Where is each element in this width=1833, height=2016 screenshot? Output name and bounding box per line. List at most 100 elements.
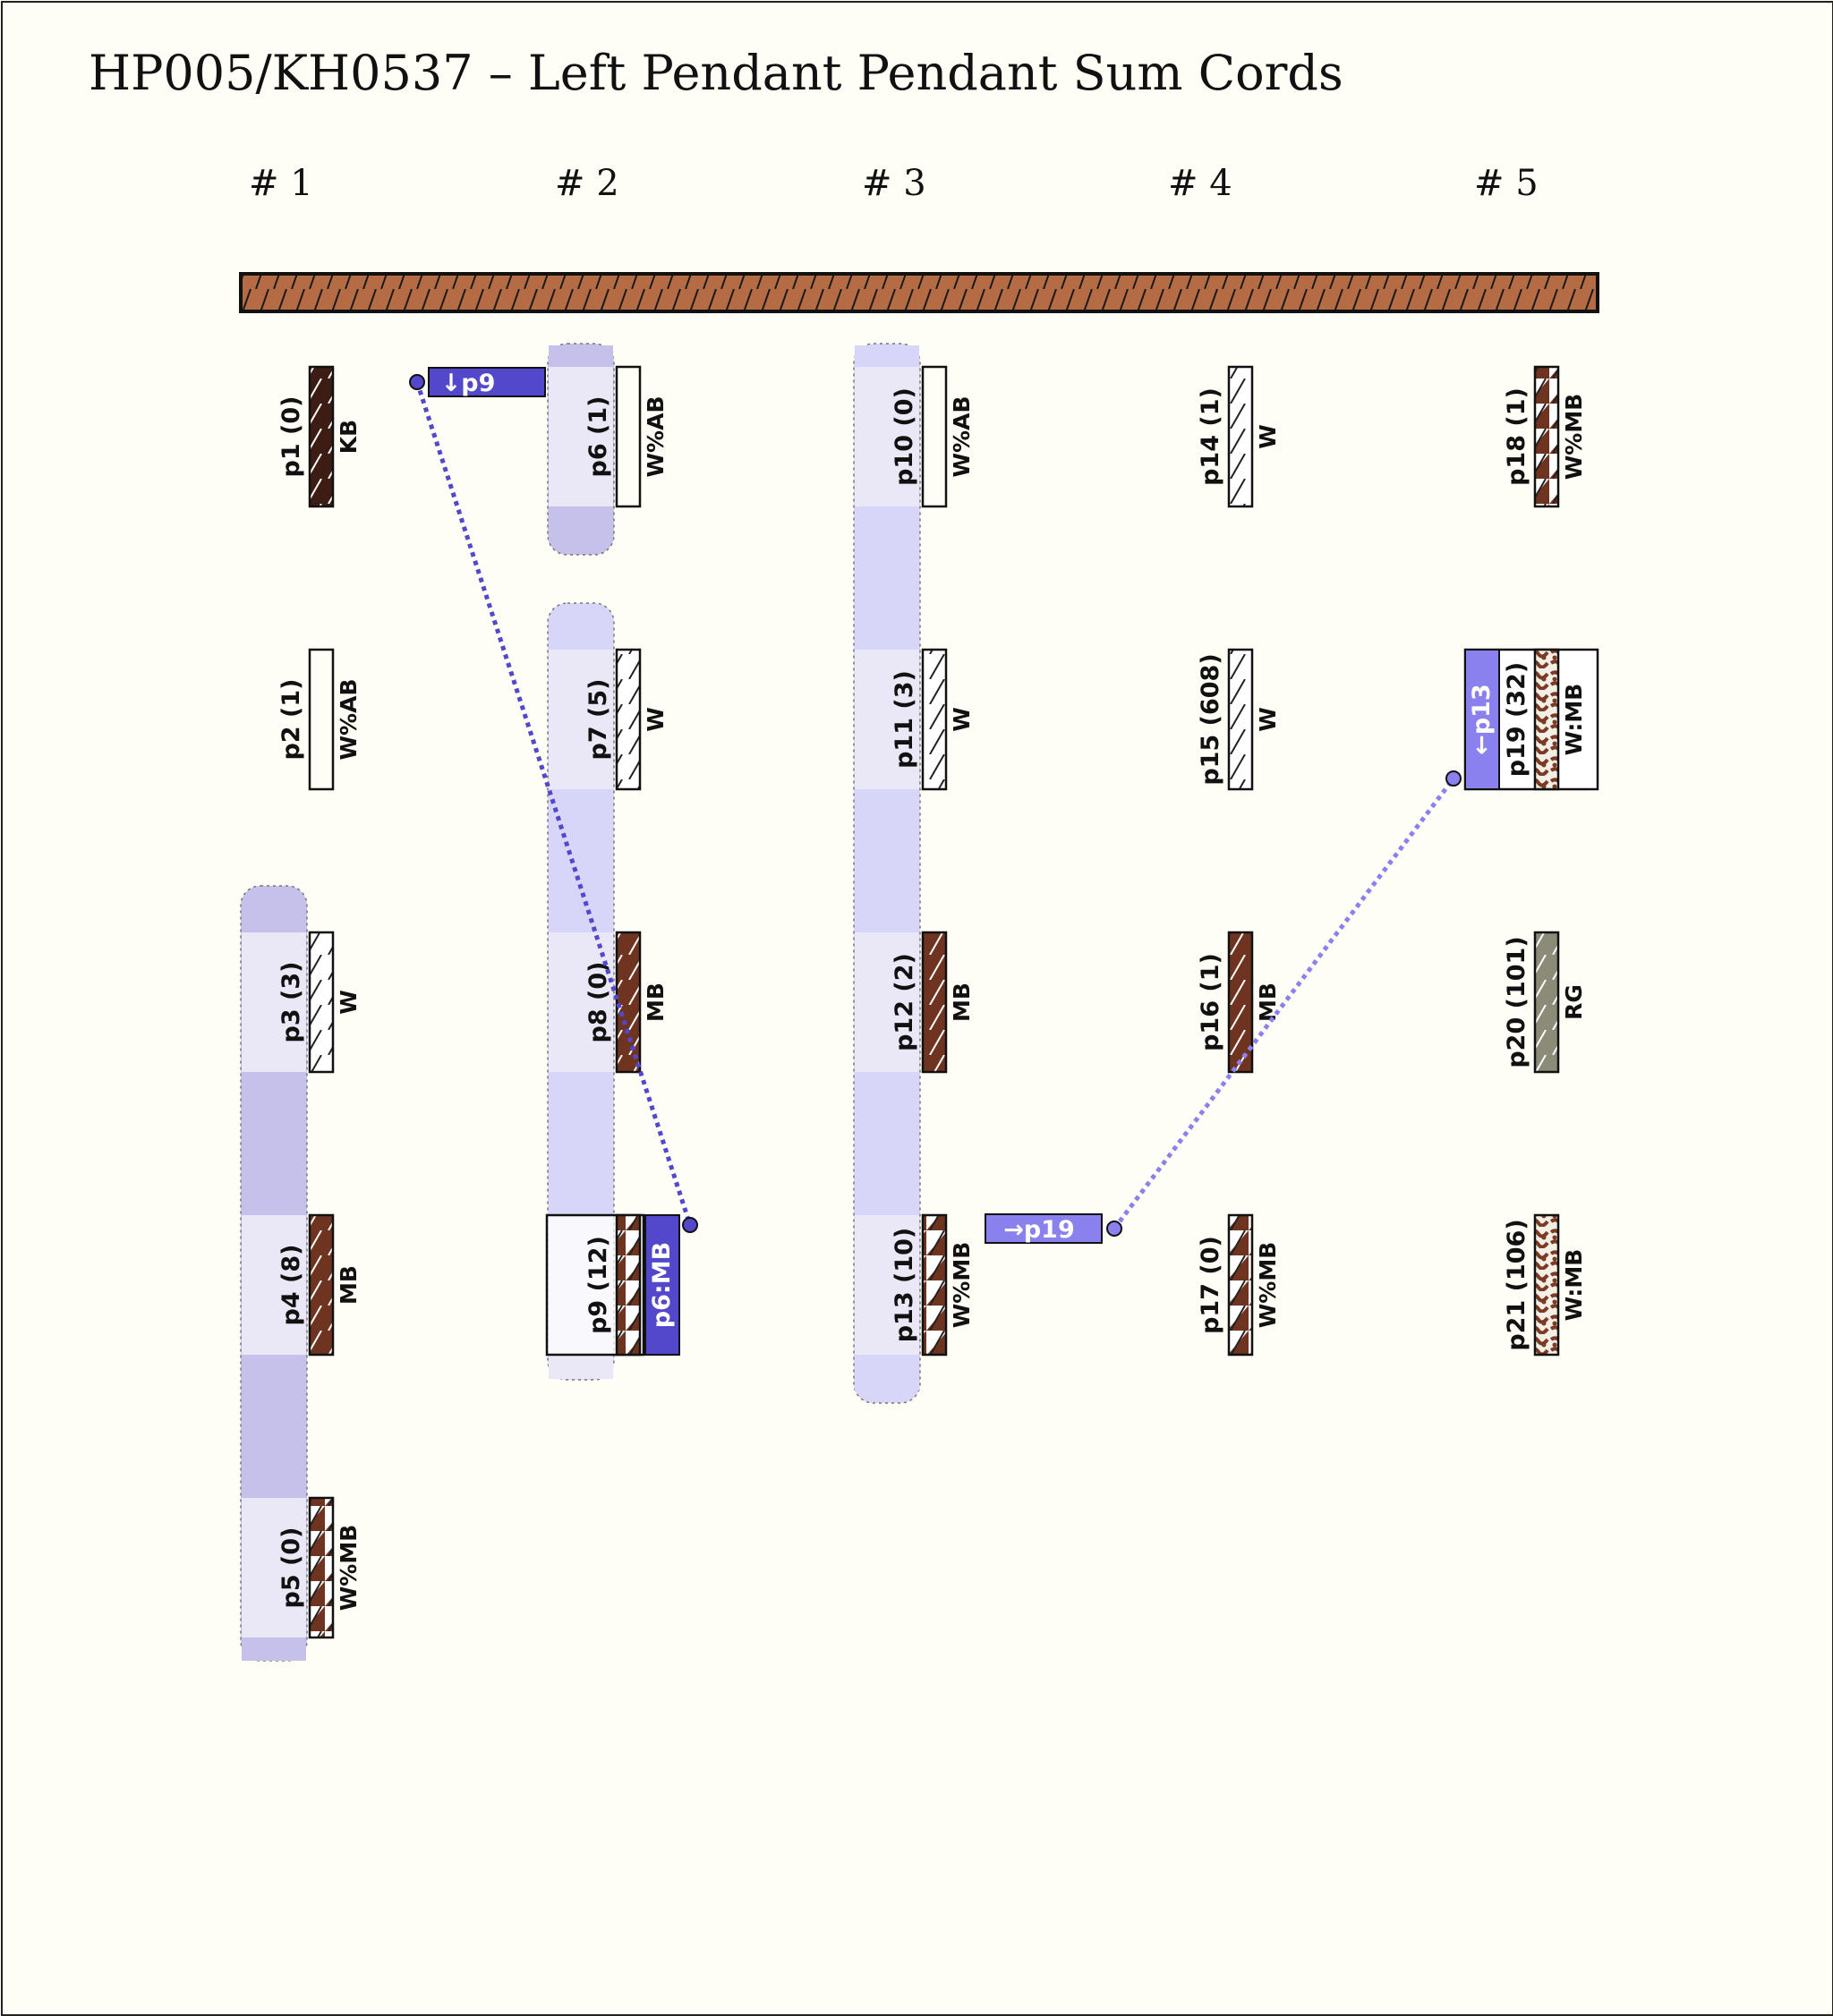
cord-label: p1 (0) [277,396,305,478]
band-gap [549,789,613,932]
cord-color-code: W%MB [1561,394,1587,481]
cord-p18[interactable]: p18 (1) W%MB [1503,365,1587,508]
cord-swatch [1227,931,1254,1074]
sum-link-p13-p19[interactable]: →p19 [985,777,1455,1244]
sum-link-tag: p6:MB [648,1242,676,1328]
group-header-2: # 2 [555,163,619,204]
sum-link-box [428,367,546,397]
group-header-1: # 1 [249,163,313,204]
cord-color-code: W:MB [1561,1249,1587,1322]
cord-color-code: W [643,707,669,732]
sum-links: ↓p9 p6:MB →p19 ←p13 [409,367,1500,1356]
band-gap [855,789,919,932]
band-cap [549,345,613,367]
cord-label: p5 (0) [277,1527,305,1609]
cord-swatch [1227,648,1254,791]
cord-p11[interactable]: p11 (3)W [891,648,975,791]
band-tail [549,1355,613,1379]
sum-link-tag: →p19 [1003,1216,1075,1244]
cord-label: p7 (5) [584,679,612,761]
cord-p12[interactable]: p12 (2)MB [891,931,975,1074]
band-cap [549,621,613,650]
quipu-diagram: HP005/KH0537 – Left Pendant Pendant Sum … [89,45,1599,1662]
cord-p4[interactable]: p4 (8)MB [277,1213,362,1357]
cord-swatch [615,365,642,508]
cord-label: p21 (106) [1503,1219,1530,1350]
band-group-3 [853,343,921,1404]
cord-color-code: W%AB [336,678,362,760]
sum-link-p6-p9[interactable]: ↓p9 [409,367,693,1226]
cord-p21[interactable]: p21 (106) W:MB [1503,1213,1587,1357]
sum-link-box [985,1213,1103,1244]
cord-label: p17 (0) [1197,1236,1224,1334]
cord-swatch [921,1213,948,1357]
band-segment [242,932,306,1072]
cord-color-code: W [1255,424,1281,449]
sum-link-p9-p6[interactable]: p6:MB [644,1214,698,1356]
sum-link-tag: ←p13 [1468,684,1496,755]
cord-swatch [921,365,948,508]
cord-label: p15 (608) [1197,653,1224,785]
group-header-5: # 5 [1474,163,1539,204]
cord-color-code: W [949,707,975,732]
cord-color-code: W:MB [1561,684,1587,756]
sum-link-p19-p13[interactable]: ←p13 [1445,649,1500,790]
cord-swatch [615,648,642,791]
sum-link-dot [1106,1221,1122,1237]
cord-swatch [1533,648,1560,791]
cord-p15[interactable]: p15 (608) W [1197,648,1281,791]
cord-label: p13 (10) [891,1228,918,1343]
group-header-4: # 4 [1168,163,1232,204]
cord-color-code: MB [643,982,669,1022]
band-cap [855,345,919,367]
cord-p20[interactable]: p20 (101)RG [1503,931,1587,1074]
cord-label: p12 (2) [891,953,918,1051]
cord-p9[interactable]: p9 (12) [545,1213,645,1357]
band-segment [855,1215,919,1355]
sum-link-box [1464,649,1500,790]
band-cap [242,904,306,932]
band-segment [242,1498,306,1637]
cord-p10[interactable]: p10 (0) W%AB [891,365,975,508]
cord-p2[interactable]: p2 (1)W%AB [277,648,362,791]
cord-p3[interactable]: p3 (3)W [277,931,362,1074]
band-segment [855,932,919,1072]
cord-label: p4 (8) [277,1245,305,1326]
sum-link-dot [409,374,425,390]
cord-color-code: W%MB [336,1525,362,1612]
sum-link-box [644,1214,680,1356]
band-segment [549,367,613,506]
band-cap [549,506,613,542]
cord-label: p18 (1) [1503,387,1530,486]
sum-link-line [1113,777,1455,1230]
cord-p5[interactable]: p5 (0) W%MB [277,1496,362,1639]
cord-color-code: W%AB [949,396,975,477]
band-group-2a [547,343,615,556]
cord-swatch [308,365,335,508]
cord-p16[interactable]: p16 (1)MB [1197,931,1281,1074]
cord-p14[interactable]: p14 (1) W [1197,365,1281,508]
cord-label: p10 (0) [891,387,918,486]
band-segment [855,650,919,789]
band-tail [855,1355,919,1391]
cord-p17[interactable]: p17 (0)W%MB [1197,1213,1281,1357]
cord-swatch [921,931,948,1074]
band-gap [549,1072,613,1215]
cord-p1[interactable]: p1 (0)KB [277,365,362,508]
cord-color-code: W%MB [949,1242,975,1329]
cord-label: p14 (1) [1197,387,1224,486]
band-gap [855,1072,919,1215]
cord-p13[interactable]: p13 (10) W%MB [891,1213,975,1357]
cord-swatch [1533,1213,1560,1357]
cord-swatch [308,1213,335,1357]
cord-label: p9 (12) [584,1236,612,1334]
cord-label: p6 (1) [584,396,612,478]
cord-p7[interactable]: p7 (5) W [584,648,669,791]
band-group-1 [240,885,308,1662]
cord-p8[interactable]: p8 (0)MB [584,931,669,1074]
band-segment [549,650,613,789]
cord-label: p19 (32) [1503,662,1530,778]
cord-color-code: W [1255,707,1281,732]
